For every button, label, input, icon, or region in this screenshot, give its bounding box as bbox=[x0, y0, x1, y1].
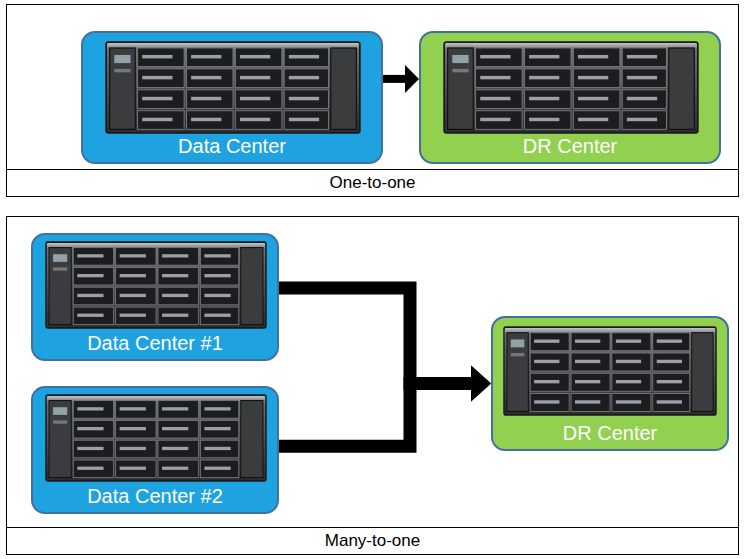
arrow-head bbox=[405, 65, 419, 93]
storage-array-illustration bbox=[443, 41, 699, 134]
storage-array-illustration bbox=[45, 241, 267, 329]
replication-arrow bbox=[383, 65, 419, 93]
dr-center-box: DR Center bbox=[491, 316, 729, 451]
data-center-box: Data Center #1 bbox=[31, 233, 279, 361]
arrow-shaft bbox=[383, 75, 406, 83]
caption-strip: One-to-one bbox=[7, 169, 738, 196]
replication-arrow bbox=[279, 366, 491, 447]
box-label-row: DR Center bbox=[421, 135, 719, 158]
caption-strip: Many-to-one bbox=[7, 527, 738, 554]
box-label: Data Center #1 bbox=[87, 332, 223, 354]
panel-caption: One-to-one bbox=[330, 173, 416, 193]
scenario-panel: One-to-one Data Center DR Center bbox=[6, 4, 739, 197]
box-label: DR Center bbox=[523, 135, 617, 157]
panel-caption: Many-to-one bbox=[325, 531, 420, 551]
arrow-head bbox=[471, 366, 491, 402]
scenario-panel: Many-to-one Data Center #1 Data Center #2 D… bbox=[6, 216, 739, 555]
box-label: Data Center bbox=[178, 135, 286, 157]
data-center-box: Data Center bbox=[81, 31, 383, 164]
box-label-row: Data Center #1 bbox=[33, 332, 277, 355]
dr-center-box: DR Center bbox=[419, 31, 721, 164]
data-center-box: Data Center #2 bbox=[31, 386, 279, 514]
box-label-row: Data Center bbox=[83, 135, 381, 158]
box-label-row: Data Center #2 bbox=[33, 485, 277, 508]
storage-array-illustration bbox=[503, 326, 717, 416]
box-label: Data Center #2 bbox=[87, 485, 223, 507]
arrow-shaft bbox=[279, 384, 472, 447]
box-label-row: DR Center bbox=[493, 422, 727, 445]
arrow-shaft bbox=[279, 288, 472, 383]
arrow-head bbox=[471, 366, 491, 402]
storage-array-illustration bbox=[105, 41, 361, 134]
box-label: DR Center bbox=[563, 422, 657, 444]
storage-array-illustration bbox=[45, 394, 267, 482]
